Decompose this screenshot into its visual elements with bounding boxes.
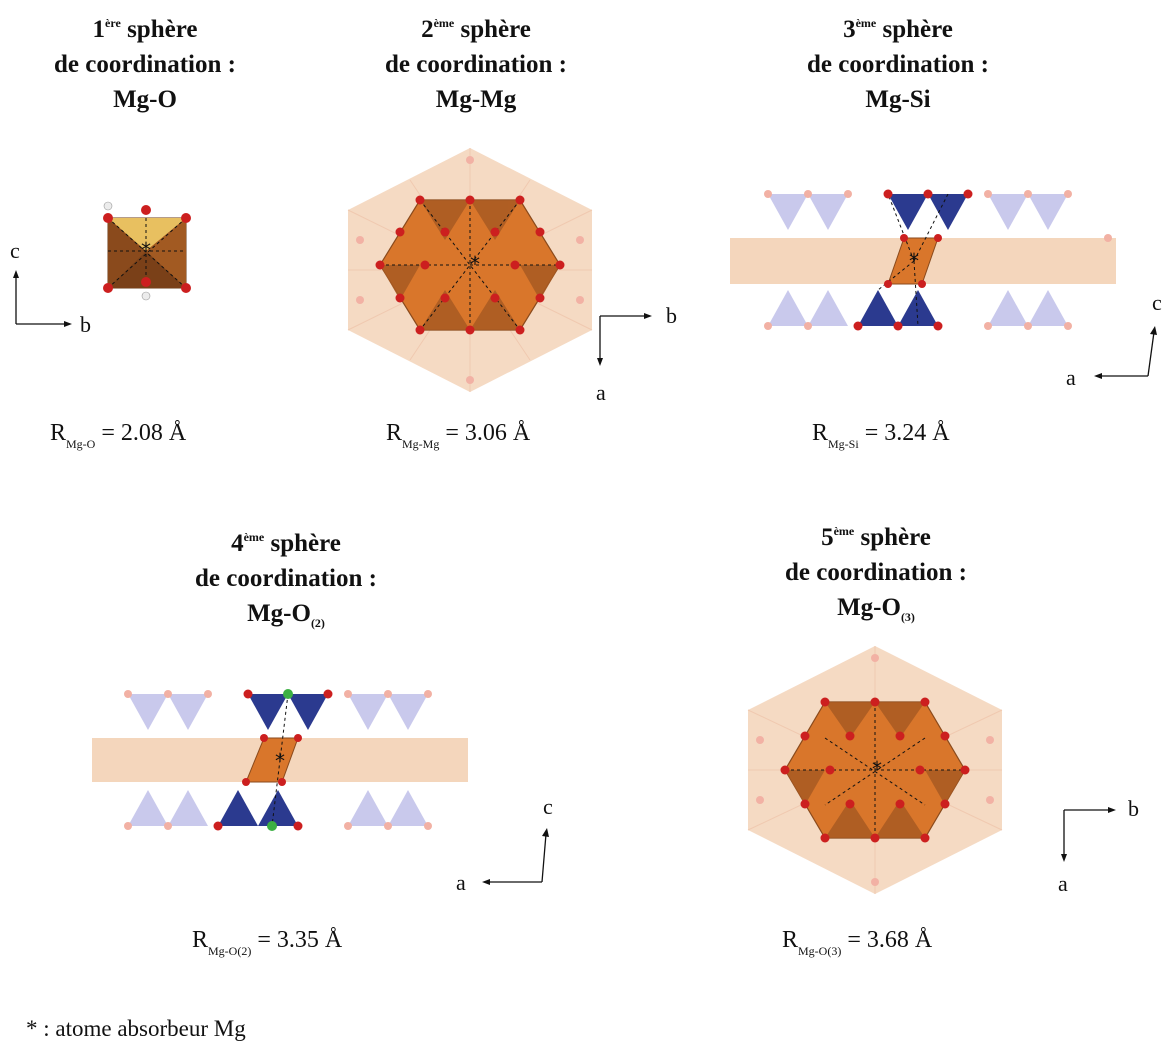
panel-5-axis-b: b: [1128, 796, 1139, 821]
panel-2-sheet-structure: *: [347, 148, 593, 392]
panel-4-axis-c: c: [543, 794, 553, 819]
panel-3-axis-c: c: [1152, 290, 1162, 315]
panel-3-layer-structure: *: [730, 189, 1116, 331]
green-oxygen: [283, 689, 293, 699]
panel-4-axis-a: a: [456, 870, 466, 895]
panel-1-axis-c: c: [10, 238, 20, 263]
panel-4-title: 4ème sphère de coordination : Mg-O(2): [195, 530, 377, 630]
absorber-star: *: [275, 749, 285, 773]
absorber-star: *: [872, 757, 882, 781]
panel-5-axes: [1061, 807, 1116, 862]
panel-1-axis-b: b: [80, 312, 91, 337]
panel-4-distance: RMg-O(2) = 3.35 Å: [192, 927, 343, 958]
footnote-symbol: *: [26, 1016, 38, 1041]
absorber-star: *: [909, 249, 919, 273]
footnote: * : atome absorbeur Mg: [26, 1016, 246, 1042]
panel-3-axes: [1094, 326, 1157, 379]
panel-1-distance: RMg-O = 2.08 Å: [50, 420, 187, 451]
panel-2-axis-a: a: [596, 380, 606, 405]
panel-1-axes: [13, 270, 72, 327]
panel-5-title: 5ème sphère de coordination : Mg-O(3): [785, 524, 967, 624]
panel-4-axes: [482, 828, 549, 885]
panel-2-axes: [597, 313, 652, 366]
panel-5-distance: RMg-O(3) = 3.68 Å: [782, 927, 933, 958]
panel-3-axis-a: a: [1066, 365, 1076, 390]
panel-2-title: 2ème sphère de coordination : Mg-Mg: [385, 16, 567, 113]
panel-5-sheet-structure: *: [747, 646, 1003, 894]
panel-4-layer-structure: *: [92, 689, 468, 831]
panel-1-octahedron-structure: *: [103, 201, 191, 301]
panel-3-title: 3ème sphère de coordination : Mg-Si: [807, 16, 989, 113]
panel-3-distance: RMg-Si = 3.24 Å: [812, 420, 950, 451]
panel-2-distance: RMg-Mg = 3.06 Å: [386, 420, 531, 451]
green-oxygen: [267, 821, 277, 831]
footnote-text: : atome absorbeur Mg: [43, 1016, 246, 1041]
panel-5-axis-a: a: [1058, 871, 1068, 896]
panel-2-axis-b: b: [666, 303, 677, 328]
absorber-star: *: [470, 252, 480, 276]
absorber-star: *: [141, 238, 151, 262]
panel-1-title: 1ère sphère de coordination : Mg-O: [54, 16, 236, 113]
